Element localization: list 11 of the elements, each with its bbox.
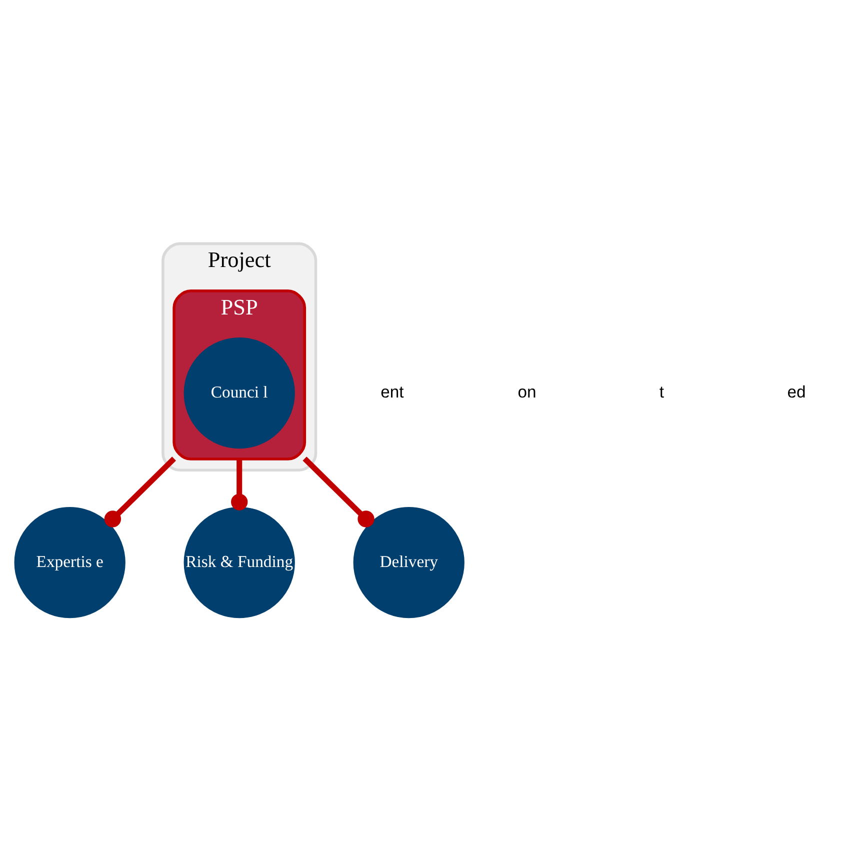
label: ent bbox=[380, 382, 404, 401]
label: t bbox=[658, 382, 664, 401]
connector bbox=[302, 456, 374, 527]
label: ed bbox=[786, 382, 806, 401]
connector bbox=[230, 458, 248, 510]
connector bbox=[104, 456, 176, 527]
node-circle: Counci l bbox=[183, 336, 294, 448]
label: on bbox=[517, 382, 536, 401]
node-circle: Risk & Funding bbox=[183, 506, 294, 618]
node-circle: Expertis e bbox=[14, 506, 125, 618]
node-circle: Delivery bbox=[352, 506, 464, 618]
